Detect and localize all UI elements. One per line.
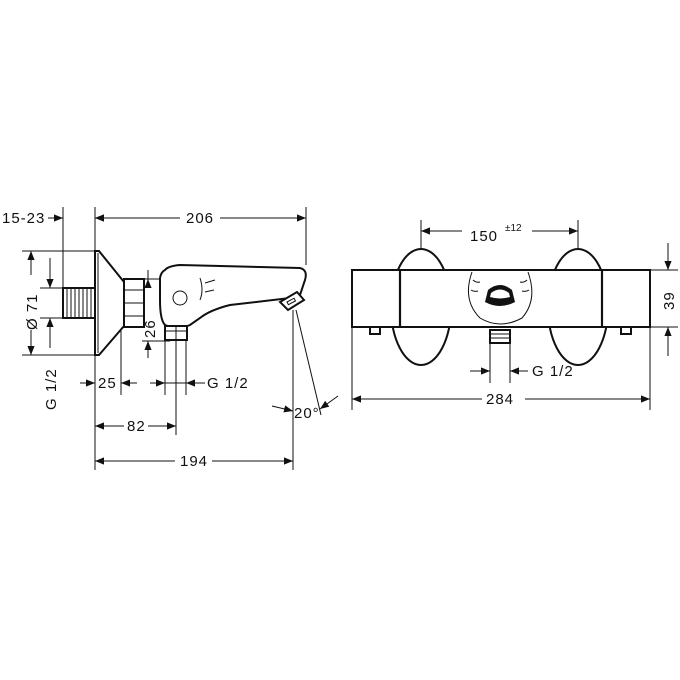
front-view: 150 ±12 39 G 1/2 284 [351,220,678,410]
outlet-connector [489,329,511,344]
dim-82: 82 [127,418,146,435]
dim-thread-left: G 1/2 [43,368,60,410]
dim-angle: 20° [294,405,320,422]
dim-wall-depth: 15-23 [2,210,45,227]
spout-outlet [278,290,306,312]
dim-194: 194 [180,453,208,470]
control-knob-icon [172,290,188,306]
dim-height: 39 [661,291,678,310]
dim-diameter: Ø 71 [24,293,41,330]
dim-thread: G 1/2 [532,363,574,380]
dim-total-length: 206 [186,210,214,227]
dim-tolerance: ±12 [505,223,522,234]
wall-rosette [94,250,125,356]
dim-width: 284 [486,391,514,408]
mixer-body [159,263,307,329]
dim-thread-bottom: G 1/2 [207,375,249,392]
dim-center-distance: 150 [470,228,498,245]
dim-height-26: 26 [142,319,159,338]
dim-offset-25: 25 [98,375,117,392]
side-view: 15-23 206 Ø 71 G 1/2 [2,207,339,470]
